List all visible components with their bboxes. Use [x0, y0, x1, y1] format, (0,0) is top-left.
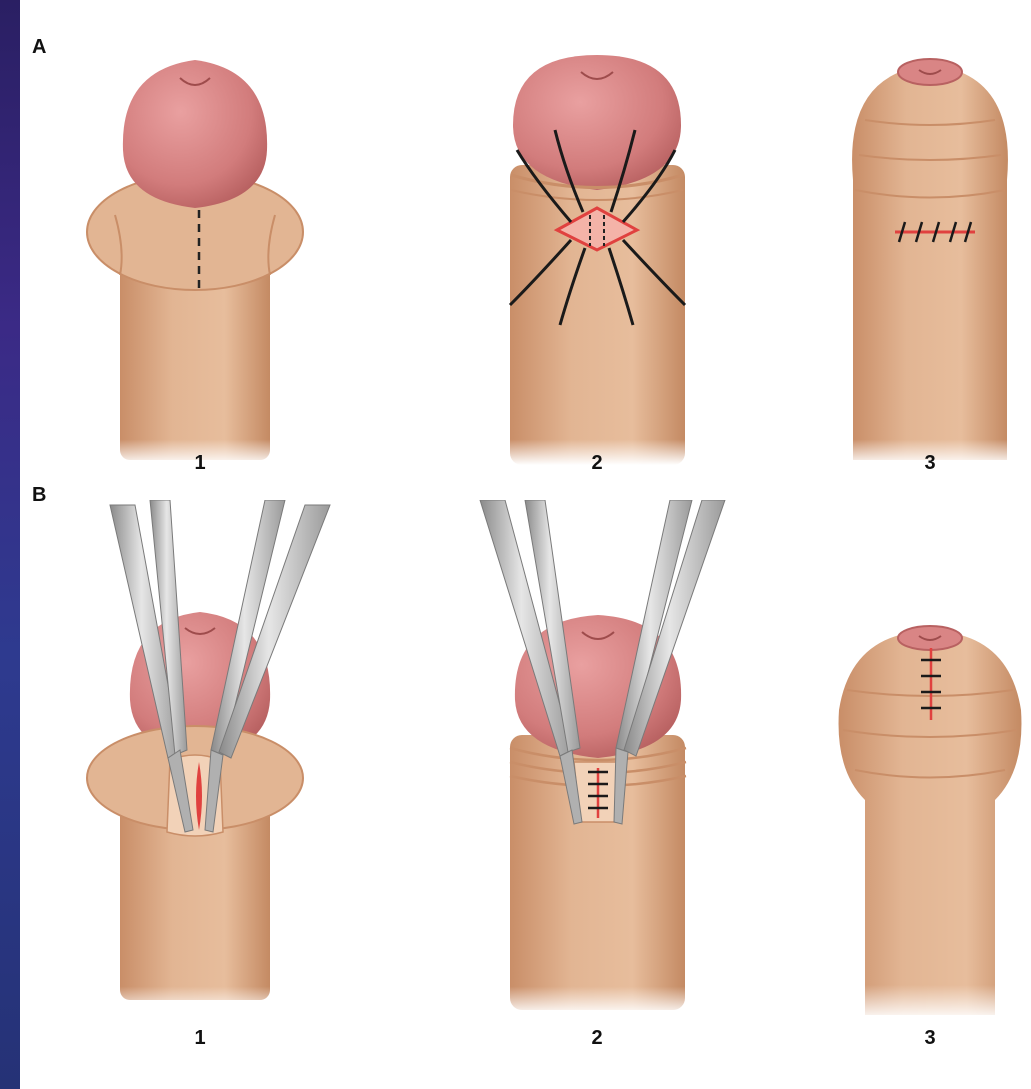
row-b-step-1-drawing: [75, 500, 335, 1020]
row-a-step-1-illustration: [75, 50, 315, 510]
glans-shape: [123, 60, 267, 208]
step-number-b2: 2: [577, 1027, 617, 1050]
background-strip: [0, 0, 20, 1089]
step-number-a2: 2: [577, 452, 617, 475]
row-a-step-3-illustration: [825, 50, 1031, 510]
row-a-step-2-illustration: [475, 50, 715, 510]
step-number-b1: 1: [180, 1027, 220, 1050]
shaft-fade: [115, 920, 275, 1015]
row-b-step-1-illustration: [75, 500, 315, 960]
glans-tip-visible: [898, 626, 962, 650]
step-number-a3: 3: [910, 452, 950, 475]
step-number-a1: 1: [180, 452, 220, 475]
row-a-step-1-drawing: [75, 50, 315, 470]
row-b-step-2-drawing: [470, 500, 730, 1020]
row-b-step-2-illustration: [470, 500, 710, 960]
shaft-fade: [505, 920, 690, 1015]
row-label-a: A: [32, 36, 46, 59]
row-b-step-3-drawing: [825, 620, 1031, 1020]
surgical-technique-figure: A B: [20, 0, 1031, 1089]
row-a-step-2-drawing: [475, 50, 715, 470]
glans-shape: [513, 55, 681, 190]
row-b-step-3-illustration: [825, 620, 1031, 1080]
row-label-b: B: [32, 484, 46, 507]
shaft-fade: [855, 920, 1005, 1020]
glans-tip-visible: [898, 59, 962, 85]
step-number-b3: 3: [910, 1027, 950, 1050]
row-a-step-3-drawing: [825, 50, 1031, 470]
